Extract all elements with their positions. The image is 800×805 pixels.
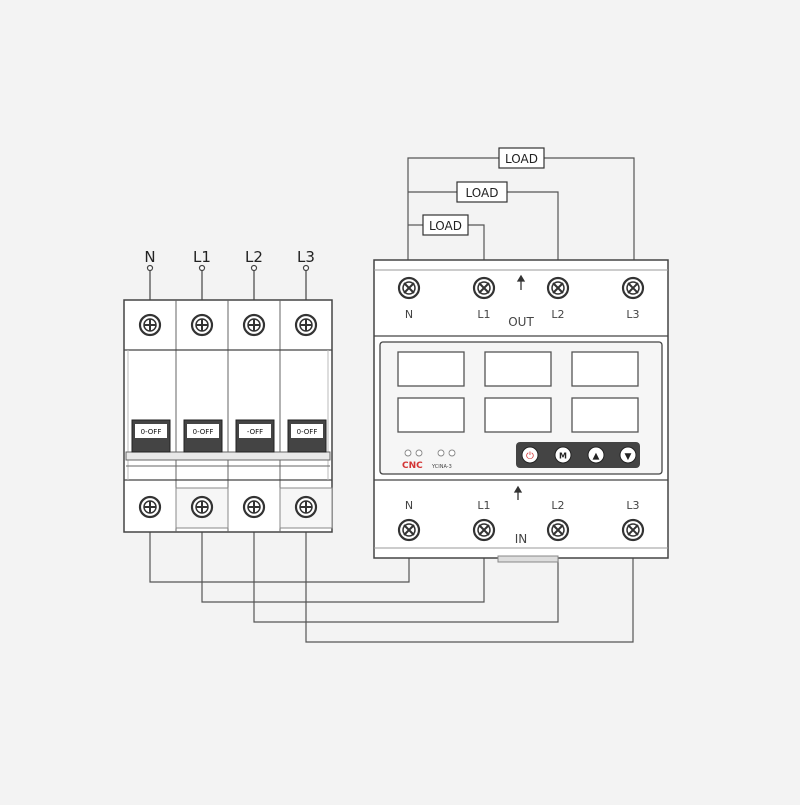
in-label-l1: L1 [477, 499, 490, 512]
load-box-2: LOAD [456, 181, 508, 203]
power-icon: ⏻ [526, 451, 534, 462]
breaker-top-terminal-n [138, 313, 162, 337]
up-button[interactable]: ▲ [587, 446, 605, 464]
voltage-relay: CNC YCINA-3 ⏻ M ▲ ▼ N L1 L2 L3 OUT [373, 259, 669, 563]
relay-out-terminal-l1 [472, 276, 496, 300]
load-label-1: LOAD [505, 152, 538, 166]
display-window-1 [397, 351, 465, 387]
load-box-1: LOAD [498, 147, 545, 169]
switch-label-l2: -OFF [247, 428, 263, 436]
out-label: OUT [508, 315, 534, 329]
in-arrow-icon [513, 485, 523, 500]
breaker-top-terminal-l3 [294, 313, 318, 337]
wire-in-l2 [253, 512, 559, 623]
indicator-led-3 [437, 449, 445, 457]
breaker-top-terminal-l2 [242, 313, 266, 337]
relay-out-terminal-l2 [546, 276, 570, 300]
out-label-l2: L2 [551, 308, 564, 321]
indicator-led-2 [415, 449, 423, 457]
model-label: YCINA-3 [431, 464, 452, 470]
breaker-switch-l2[interactable]: -OFF [235, 419, 275, 453]
breaker-label-n: N [144, 248, 155, 266]
switch-label-n: 0-OFF [141, 428, 162, 436]
breaker-label-l2: L2 [245, 248, 263, 266]
load-label-2: LOAD [466, 186, 499, 200]
relay-in-terminal-n [397, 518, 421, 542]
relay-out-terminal-n [397, 276, 421, 300]
relay-in-terminal-l1 [472, 518, 496, 542]
switch-label-l1: 0-OFF [193, 428, 214, 436]
breaker-label-l3: L3 [297, 248, 315, 266]
relay-in-terminal-l2 [546, 518, 570, 542]
breaker-label-l1: L1 [193, 248, 211, 266]
m-button[interactable]: M [554, 446, 572, 464]
load-box-3: LOAD [422, 214, 469, 236]
in-label-l3: L3 [626, 499, 639, 512]
wire-in-l3 [305, 512, 634, 643]
in-label-l2: L2 [551, 499, 564, 512]
relay-out-terminal-l3 [621, 276, 645, 300]
out-label-l3: L3 [626, 308, 639, 321]
wire-load-l3 [407, 157, 499, 276]
display-window-3 [571, 351, 639, 387]
down-button[interactable]: ▼ [619, 446, 637, 464]
breaker-switch-n[interactable]: 0-OFF [131, 419, 171, 453]
wire-load-l2-out [507, 191, 559, 276]
breaker-top-terminal-l1 [190, 313, 214, 337]
out-label-n: N [405, 308, 413, 321]
up-arrow-icon: ▲ [593, 452, 600, 462]
down-arrow-icon: ▼ [625, 452, 632, 462]
in-label: IN [515, 532, 528, 546]
breaker-bottom-terminal-l3 [294, 495, 318, 519]
breaker-bottom-terminal-l2 [242, 495, 266, 519]
display-window-6 [571, 397, 639, 433]
switch-label-l3: 0-OFF [297, 428, 318, 436]
display-window-2 [484, 351, 552, 387]
display-window-4 [397, 397, 465, 433]
power-button[interactable]: ⏻ [521, 446, 539, 464]
breaker-bottom-terminal-n [138, 495, 162, 519]
load-label-3: LOAD [429, 219, 462, 233]
brand-logo: CNC [402, 461, 423, 471]
wire-in-l1 [201, 512, 485, 603]
breaker-switch-l1[interactable]: 0-OFF [183, 419, 223, 453]
display-window-5 [484, 397, 552, 433]
indicator-led-4 [448, 449, 456, 457]
wire-load-l3-out [544, 157, 635, 276]
relay-in-terminal-l3 [621, 518, 645, 542]
circuit-breaker: N L1 L2 L3 0-OFF 0-OF [123, 248, 333, 533]
out-arrow-icon [516, 274, 526, 290]
wire-load-l1-out [468, 224, 485, 276]
in-label-n: N [405, 499, 413, 512]
indicator-led-1 [404, 449, 412, 457]
load-wiring [407, 157, 635, 276]
out-label-l1: L1 [477, 308, 490, 321]
breaker-switch-l3[interactable]: 0-OFF [287, 419, 327, 453]
breaker-bottom-terminal-l1 [190, 495, 214, 519]
m-button-label: M [559, 452, 567, 461]
